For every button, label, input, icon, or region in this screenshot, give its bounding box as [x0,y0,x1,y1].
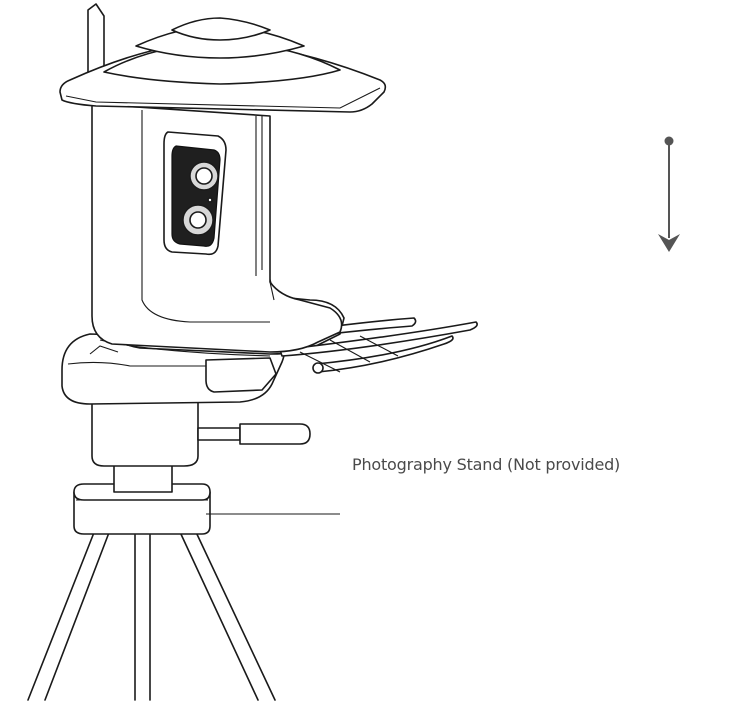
tripod-head [91,401,311,467]
tripod-column [113,461,173,493]
tripod-legs [27,529,276,701]
camera-module [163,131,227,256]
callout-label: Photography Stand (Not provided) [352,455,621,474]
feeder-roof [59,17,387,113]
tripod-hub [73,483,211,535]
arrow-down-icon [658,136,680,252]
